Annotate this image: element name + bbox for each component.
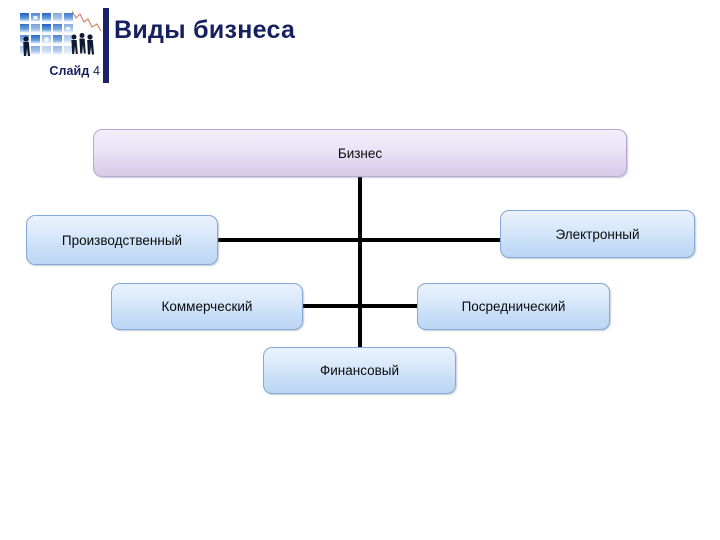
node-business[interactable]: Бизнес bbox=[93, 129, 627, 177]
title-divider-bar bbox=[103, 8, 109, 83]
node-production-label: Производственный bbox=[61, 232, 183, 248]
connector-crossbar-row1 bbox=[216, 238, 502, 242]
node-electronic-label: Электронный bbox=[555, 226, 640, 242]
node-intermediary-label: Посреднический bbox=[461, 299, 566, 314]
slide-word: Слайд bbox=[49, 64, 90, 78]
connector-crossbar-row2 bbox=[301, 304, 419, 308]
slide-number: 4 bbox=[92, 64, 100, 78]
node-business-label: Бизнес bbox=[337, 145, 383, 161]
node-electronic[interactable]: Электронный bbox=[500, 210, 695, 258]
node-financial-label: Финансовый bbox=[319, 363, 400, 378]
slide-header: Слайд 4 Виды бизнеса bbox=[0, 0, 720, 100]
page-title: Виды бизнеса bbox=[114, 16, 296, 44]
business-mosaic-logo bbox=[14, 8, 104, 66]
node-production[interactable]: Производственный bbox=[26, 215, 218, 265]
node-intermediary[interactable]: Посреднический bbox=[417, 283, 610, 330]
node-commercial[interactable]: Коммерческий bbox=[111, 283, 303, 330]
slide-number-label: Слайд 4 bbox=[14, 64, 100, 78]
connector-trunk-vertical bbox=[358, 177, 362, 349]
node-financial[interactable]: Финансовый bbox=[263, 347, 456, 394]
node-commercial-label: Коммерческий bbox=[161, 299, 253, 314]
